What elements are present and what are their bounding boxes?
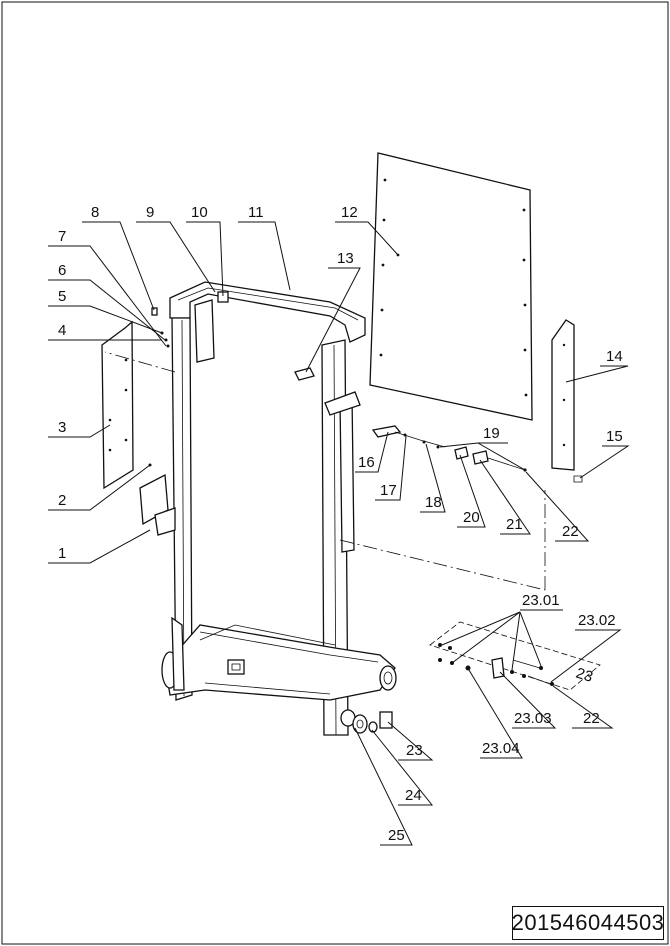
callout-23-04: 23.04 (482, 740, 520, 757)
callout-23-02: 23.02 (578, 612, 616, 629)
callout-23: 23 (406, 742, 423, 759)
screw-15 (573, 475, 583, 483)
callout-6: 6 (58, 262, 66, 279)
callout-3: 3 (58, 419, 66, 436)
callout-20: 20 (463, 509, 480, 526)
drawing-number: 201546044503 (511, 910, 665, 935)
callout-10: 10 (191, 204, 208, 221)
handle-assembly (371, 425, 527, 472)
callout-4: 4 (58, 322, 66, 339)
bracket-part-1 (139, 473, 176, 536)
castor-parts (340, 709, 393, 734)
callout-16: 16 (358, 454, 375, 471)
callout-18: 18 (425, 494, 442, 511)
callout-2: 2 (58, 492, 66, 509)
plate-label: 23 (574, 665, 595, 686)
callout-23-01: 23.01 (522, 592, 560, 609)
callout-23-03: 23.03 (514, 710, 552, 727)
drawing-number-box: 201546044503 (512, 906, 664, 940)
callout-19: 19 (483, 425, 500, 442)
leader-lines (48, 221, 630, 846)
callout-11: 11 (248, 204, 264, 221)
back-panel (369, 152, 533, 421)
callout-1: 1 (58, 545, 66, 562)
side-strip-right (551, 319, 575, 471)
callout-8: 8 (91, 204, 99, 221)
callout-22: 22 (562, 523, 579, 540)
callout-25: 25 (388, 827, 405, 844)
side-plate-left (101, 320, 134, 490)
callout-5: 5 (58, 288, 66, 305)
callout-15: 15 (606, 428, 623, 445)
callout-21: 21 (506, 516, 523, 533)
callout-14: 14 (606, 348, 623, 365)
callout-22-lower: 22 (583, 710, 600, 727)
small-parts-top-left (148, 291, 315, 467)
callout-17: 17 (380, 482, 397, 499)
mast-frame (161, 281, 397, 736)
callout-24: 24 (405, 787, 422, 804)
callout-7: 7 (58, 228, 66, 245)
callout-labels: 1 2 3 4 5 6 7 8 9 10 11 12 13 14 15 16 1… (58, 204, 623, 844)
callout-9: 9 (146, 204, 154, 221)
callout-12: 12 (341, 204, 358, 221)
callout-13: 13 (337, 250, 354, 267)
guide-lines (104, 351, 546, 591)
